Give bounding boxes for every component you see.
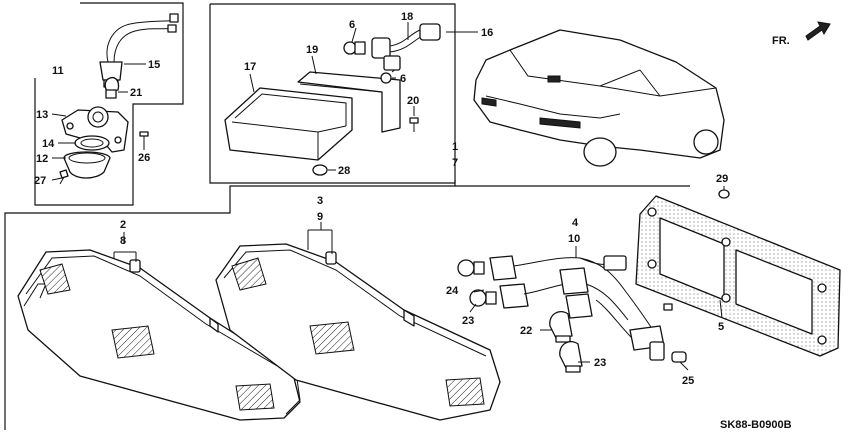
front-direction-arrow: FR. xyxy=(772,21,831,47)
callout-22: 22 xyxy=(520,325,532,337)
callout-23-upper: 23 xyxy=(462,315,474,327)
callout-21: 21 xyxy=(130,87,142,99)
callout-labels: 11 15 21 13 14 12 26 27 6 18 16 17 19 6 … xyxy=(34,11,792,431)
callout-9: 9 xyxy=(317,211,323,223)
group-frames xyxy=(4,2,690,430)
callout-15: 15 xyxy=(148,59,160,71)
callout-16: 16 xyxy=(481,27,493,39)
callout-23-lower: 23 xyxy=(594,357,606,369)
callout-25: 25 xyxy=(682,375,694,387)
leader-lines xyxy=(51,22,725,371)
callout-24: 24 xyxy=(446,285,459,297)
front-direction-label: FR. xyxy=(772,35,790,47)
callout-12: 12 xyxy=(36,153,48,165)
callout-5: 5 xyxy=(718,321,724,333)
garnish-panel xyxy=(635,189,841,357)
callout-28: 28 xyxy=(338,165,350,177)
callout-11: 11 xyxy=(52,65,64,77)
car-silhouette xyxy=(473,29,725,167)
callout-26: 26 xyxy=(138,152,150,164)
callout-20: 20 xyxy=(407,95,419,107)
callout-3: 3 xyxy=(317,195,323,207)
callout-14: 14 xyxy=(42,138,55,150)
left-tail-light xyxy=(17,249,301,421)
callout-13: 13 xyxy=(36,109,48,121)
right-tail-light xyxy=(215,243,501,421)
socket-assembly-group xyxy=(59,13,179,185)
callout-4: 4 xyxy=(572,217,579,229)
callout-6-top: 6 xyxy=(349,19,355,31)
callout-27: 27 xyxy=(34,175,46,187)
high-mount-light-group xyxy=(224,23,441,176)
diagram-code: SK88-B0900B xyxy=(720,419,792,431)
callout-19: 19 xyxy=(306,44,318,56)
callout-7: 7 xyxy=(452,157,458,169)
callout-1: 1 xyxy=(452,141,458,153)
callout-18: 18 xyxy=(401,11,413,23)
tail-light-harness-group xyxy=(457,255,687,373)
callout-6-lower: 6 xyxy=(400,73,406,85)
callout-17: 17 xyxy=(244,61,256,73)
callout-29: 29 xyxy=(716,173,728,185)
callout-10: 10 xyxy=(568,233,580,245)
callout-8: 8 xyxy=(120,235,126,247)
callout-2: 2 xyxy=(120,219,126,231)
